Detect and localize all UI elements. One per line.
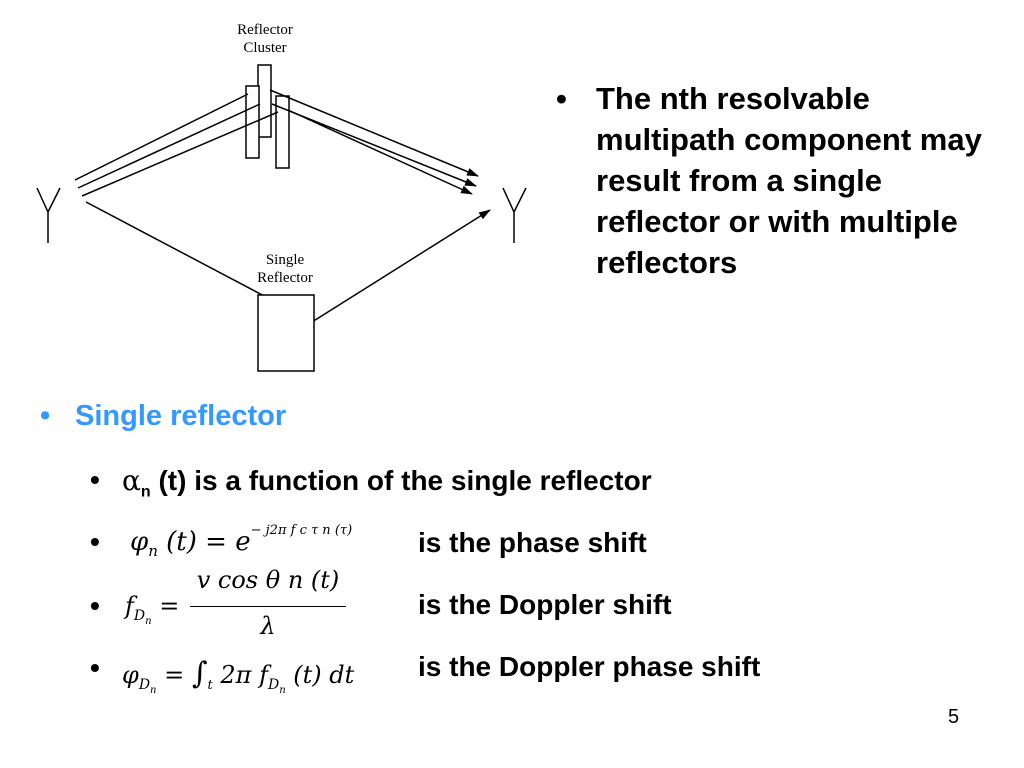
doppler-denominator: λ [260,612,276,640]
alpha-subscript: n [140,483,151,501]
doppler-description: is the Doppler shift [418,589,672,620]
f-subscript: D [133,607,146,624]
integrand-subsubscript: n [279,684,286,696]
doppler-numerator: v cos θ n (t) [196,566,340,594]
phase-formula: φn (t) = e− j2π f c τ n (τ) [130,523,352,561]
single-reflector-box [257,294,315,372]
bullet-marker: • [90,464,100,495]
f-symbol: f [125,592,134,620]
cluster-reflector-center [257,64,272,138]
multipath-diagram: Reflector Cluster Single Reflector [36,22,527,372]
equals-sign: = [205,527,227,557]
page-number: 5 [948,706,960,728]
single-reflector-rays [85,201,491,323]
cluster-rays [74,89,479,197]
bullet-marker: • [90,652,100,683]
integrand-subscript: D [267,676,280,693]
cluster-reflector-right [275,95,290,169]
bullet-marker: • [90,590,100,621]
phi-symbol: φ [130,527,149,557]
fraction-bar [190,606,346,607]
phi-symbol: φ [122,661,139,689]
main-bullet-text: Single reflector [75,400,287,432]
integrand: 2π f [220,661,268,689]
doppler-phase-description: is the Doppler phase shift [418,651,761,682]
receiver-antenna-icon [502,187,527,243]
bullet-marker: • [556,81,567,116]
integral-limit: t [207,677,213,693]
single-label-line2: Reflector [257,270,313,286]
phi-subsubscript: n [150,684,157,696]
bullet-marker: • [40,400,51,432]
bullet-marker: • [90,526,100,557]
phase-description: is the phase shift [418,527,647,558]
f-subsubscript: n [145,615,152,627]
phi-subscript: D [138,676,151,693]
equals-sign: = [159,592,180,620]
single-label-line1: Single [266,252,305,268]
cluster-label-line1: Reflector [237,22,293,38]
phi-subscript: n [148,542,158,561]
right-bullet-text: The nth resolvable multipath component m… [596,81,982,280]
alpha-symbol: α [122,464,141,497]
doppler-phase-formula: φDn = ∫t 2π fDn (t) dt [122,656,354,696]
equals-sign: = [164,661,185,689]
cluster-reflector-left [245,85,260,159]
doppler-lhs: fDn = [125,592,179,627]
transmitter-antenna-icon [36,187,61,243]
integrand-argument: (t) dt [293,661,355,689]
exp-base: e [235,527,251,557]
phi-argument: (t) [166,527,197,557]
cluster-label-line2: Cluster [243,40,286,56]
integral-sign: ∫ [191,656,208,691]
alpha-description: (t) is a function of the single reflecto… [158,465,652,496]
exp-exponent: − j2π f c τ n (τ) [250,523,353,539]
